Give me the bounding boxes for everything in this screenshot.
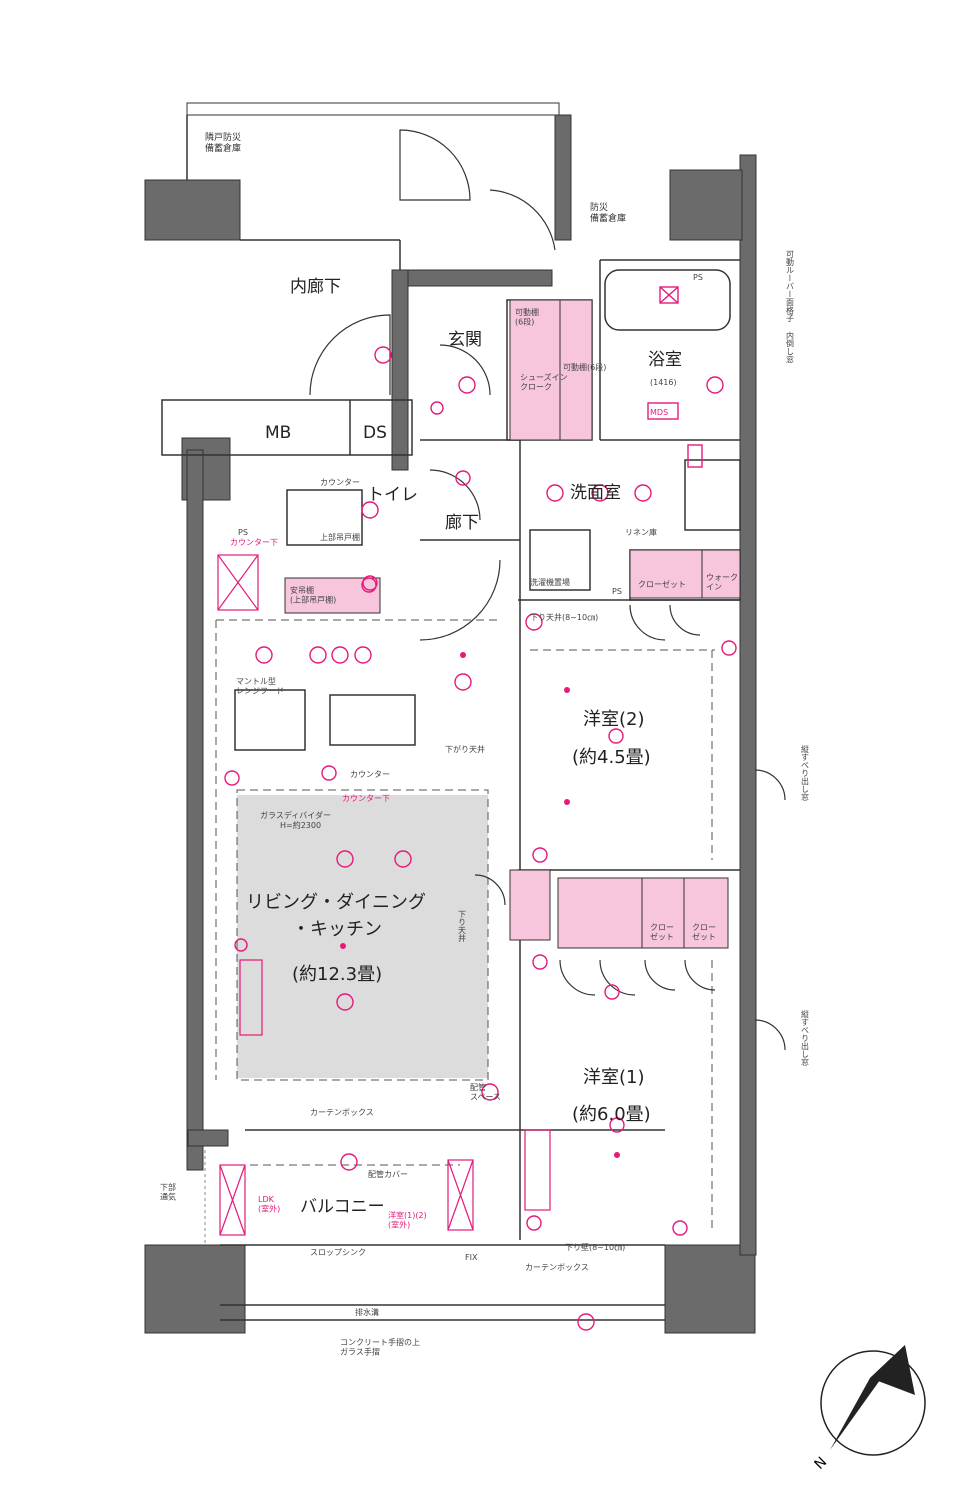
compass: N	[812, 1345, 926, 1473]
walk-closet-label: ウォークイン	[706, 573, 738, 592]
fixture-dots	[340, 652, 620, 1158]
closet-label: クローゼット	[638, 579, 686, 589]
movable-shelf1-label: 可動棚(6段)	[515, 307, 539, 327]
closet-a-label: クローゼット	[650, 923, 674, 942]
bath-size-label: (1416)	[650, 378, 677, 387]
counter-label: カウンター	[320, 478, 360, 487]
hall-ceiling-label: 下り天井	[458, 910, 467, 943]
drain-label: 排水溝	[355, 1307, 379, 1317]
railing-label: コンクリート手摺の上ガラス手摺	[340, 1337, 420, 1357]
counter2-label: カウンター	[350, 770, 390, 779]
glass-divider-h-label: H=約2300	[280, 820, 321, 830]
counter-under-label: カウンター下	[230, 538, 278, 547]
entrance-label: 玄関	[448, 330, 482, 350]
inner-corridor-label: 内廊下	[290, 277, 341, 297]
shoes-closet-label: シューズインクローク	[520, 372, 568, 392]
ps-label-3: PS	[612, 587, 622, 596]
mb-label: MB	[265, 423, 291, 443]
western2-label: 洋室(2)	[583, 709, 645, 730]
lowered-ceiling-label: 下がり天井	[445, 744, 485, 754]
movable-shelf2-label: 可動棚(6段)	[563, 362, 606, 372]
counter-under2-label: カウンター下	[342, 794, 390, 803]
curtain-box2-label: カーテンボックス	[525, 1263, 589, 1272]
louver-label: 可動ルーバー面格子内倒し窓	[786, 250, 795, 364]
side-window2-label: 縦すべり出し窓	[801, 1009, 810, 1066]
piping-space-label: 配管スペース	[470, 1082, 501, 1102]
toilet-label: トイレ	[367, 485, 418, 505]
washer-label: 洗濯機置場	[530, 577, 570, 587]
mantle-range-label: マントル型レンジフード	[236, 677, 284, 696]
mds-label: MDS	[650, 408, 668, 417]
storage-top-left-label: 隣戸防災備蓄倉庫	[205, 131, 241, 154]
slop-sink-label: スロップシンク	[310, 1248, 366, 1257]
upper-cabinet-label: 上部吊戸棚	[320, 532, 360, 542]
western1-label: 洋室(1)	[583, 1067, 645, 1088]
hall-label: 廊下	[445, 513, 479, 533]
downfall-label: 下部通気	[160, 1182, 176, 1202]
ldk-size-label: (約12.3畳)	[292, 964, 382, 985]
exterior-walls	[144, 102, 757, 1334]
hanging-cabinet-label: 安吊棚(上部吊戸棚)	[290, 585, 336, 605]
compass-ring	[820, 1350, 926, 1456]
western1-size-label: (約6.0畳)	[572, 1104, 651, 1125]
lowered-bottom-label: 下り壁(8~10㎝)	[565, 1242, 625, 1252]
ps-label-1: PS	[693, 273, 703, 282]
storage-fills	[284, 299, 741, 949]
ceiling-dashes	[215, 619, 715, 1230]
interior-walls	[161, 115, 741, 1321]
outdoor-units	[217, 554, 551, 1236]
ldk-label-line1: リビング・ダイニング	[246, 892, 426, 913]
outdoor-unit-label: 洋室(1)(2)(室外)	[388, 1210, 427, 1230]
lowered-ceiling-h-label: 下り天井(8~10㎝)	[530, 612, 598, 622]
linen-label: リネン庫	[625, 527, 657, 537]
ldk-unit-label: LDK(室外)	[258, 1195, 280, 1214]
ds-label: DS	[363, 423, 387, 443]
closet-b-label: クローゼット	[692, 923, 716, 942]
piping-cover-label: 配管カバー	[368, 1169, 408, 1179]
balcony-label: バルコニー	[300, 1197, 385, 1217]
curtain-box-label: カーテンボックス	[310, 1108, 374, 1117]
side-window1-label: 縦すべり出し窓	[801, 744, 810, 801]
bath-label: 浴室	[648, 350, 682, 370]
ldk-area	[237, 795, 488, 1078]
compass-north-label: N	[812, 1454, 831, 1473]
western2-size-label: (約4.5畳)	[572, 747, 651, 768]
fixtures	[224, 346, 737, 1331]
glass-divider-label: ガラスディバイダー	[260, 810, 331, 820]
fix-label: FIX	[465, 1253, 478, 1262]
washroom-label: 洗面室	[570, 483, 621, 503]
storage-top-right-label: 防災備蓄倉庫	[590, 201, 626, 224]
ps-label-2: PS	[238, 528, 248, 537]
bath-fixtures	[647, 286, 703, 468]
ldk-label-line2: ・キッチン	[292, 919, 382, 940]
